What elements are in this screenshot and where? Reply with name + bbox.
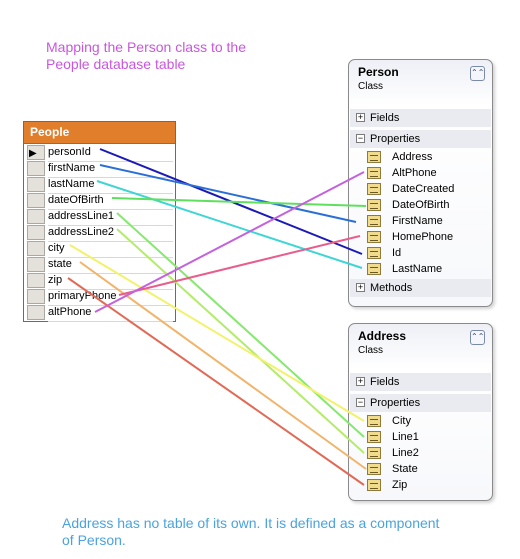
column-name: addressLine2 — [48, 225, 173, 242]
row-selector[interactable] — [27, 177, 45, 192]
column-state[interactable]: state — [26, 257, 173, 274]
people-table[interactable]: People ▶⚿personId firstName lastName dat… — [23, 121, 176, 322]
property-icon — [367, 263, 381, 275]
table-title: People — [24, 122, 175, 144]
property-icon — [367, 199, 381, 211]
property-name: DateCreated — [392, 183, 455, 195]
property-name: DateOfBirth — [392, 199, 450, 211]
collapse-icon[interactable]: − — [356, 133, 365, 143]
row-selector[interactable]: ▶⚿ — [27, 145, 45, 174]
properties-section[interactable]: −Properties — [350, 130, 491, 148]
property-name: Zip — [392, 479, 408, 491]
section-label: Fields — [370, 376, 400, 388]
column-primaryphone[interactable]: primaryPhone — [26, 289, 173, 306]
row-selector[interactable] — [27, 257, 45, 272]
column-firstname[interactable]: firstName — [26, 161, 173, 178]
column-altphone[interactable]: altPhone — [26, 305, 173, 322]
property-icon — [367, 431, 381, 443]
column-name: dateOfBirth — [48, 193, 173, 210]
person-class-box[interactable]: Person Class ⌃⌃ + Fields −Properties Addr… — [348, 59, 493, 307]
column-personid[interactable]: ▶⚿personId — [26, 145, 173, 174]
property-name: State — [392, 463, 418, 475]
property-name: HomePhone — [392, 231, 454, 243]
row-selector[interactable] — [27, 305, 45, 320]
row-selector[interactable] — [27, 273, 45, 288]
property-name: Line1 — [392, 431, 419, 443]
row-selector[interactable] — [27, 209, 45, 224]
collapse-chevron-icon[interactable]: ⌃⌃ — [470, 330, 485, 345]
column-name: addressLine1 — [48, 209, 173, 226]
property-icon — [367, 247, 381, 259]
column-name: primaryPhone — [48, 289, 173, 306]
collapse-chevron-icon[interactable]: ⌃⌃ — [470, 66, 485, 81]
address-class-box[interactable]: Address Class ⌃⌃ + Fields −Properties Cit… — [348, 323, 493, 501]
column-name: altPhone — [48, 305, 173, 322]
expand-icon[interactable]: + — [356, 112, 365, 122]
property-icon — [367, 415, 381, 427]
properties-section[interactable]: −Properties — [350, 394, 491, 412]
section-label: Properties — [370, 133, 421, 145]
diagram-title: Mapping the Person class to the People d… — [46, 39, 247, 72]
column-dateofbirth[interactable]: dateOfBirth — [26, 193, 173, 210]
column-city[interactable]: city — [26, 241, 173, 258]
row-selector[interactable] — [27, 161, 45, 176]
section-label: Methods — [370, 282, 413, 294]
property-name: Id — [392, 247, 402, 259]
section-label: Properties — [370, 397, 421, 409]
expand-icon[interactable]: + — [356, 376, 365, 386]
methods-section[interactable]: + Methods — [350, 279, 491, 297]
column-name: state — [48, 257, 173, 274]
expand-icon[interactable]: + — [356, 282, 365, 292]
column-addressline2[interactable]: addressLine2 — [26, 225, 173, 242]
column-name: lastName — [48, 177, 173, 194]
property-icon — [367, 463, 381, 475]
fields-section[interactable]: + Fields — [350, 373, 491, 391]
class-name: Address — [358, 329, 407, 343]
row-selector[interactable] — [27, 193, 45, 208]
column-addressline1[interactable]: addressLine1 — [26, 209, 173, 226]
property-icon — [367, 151, 381, 163]
property-icon — [367, 183, 381, 195]
class-kind: Class — [358, 81, 384, 92]
property-name: City — [392, 415, 411, 427]
property-icon — [367, 479, 381, 491]
class-kind: Class — [358, 345, 384, 356]
row-selector[interactable] — [27, 241, 45, 256]
property-icon — [367, 231, 381, 243]
column-name: firstName — [48, 161, 173, 178]
section-label: Fields — [370, 112, 400, 124]
column-zip[interactable]: zip — [26, 273, 173, 290]
collapse-icon[interactable]: − — [356, 397, 365, 407]
column-name: personId — [48, 145, 173, 162]
column-lastname[interactable]: lastName — [26, 177, 173, 194]
property-name: Line2 — [392, 447, 419, 459]
property-icon — [367, 215, 381, 227]
fields-section[interactable]: + Fields — [350, 109, 491, 127]
row-selector[interactable] — [27, 289, 45, 304]
column-name: zip — [48, 273, 173, 290]
column-name: city — [48, 241, 173, 258]
property-icon — [367, 167, 381, 179]
property-name: AltPhone — [392, 167, 437, 179]
class-name: Person — [358, 65, 399, 79]
property-name: Address — [392, 151, 433, 163]
diagram-footnote: Address has no table of its own. It is d… — [62, 515, 440, 548]
property-name: FirstName — [392, 215, 443, 227]
row-selector[interactable] — [27, 225, 45, 240]
property-name: LastName — [392, 263, 443, 275]
property-icon — [367, 447, 381, 459]
